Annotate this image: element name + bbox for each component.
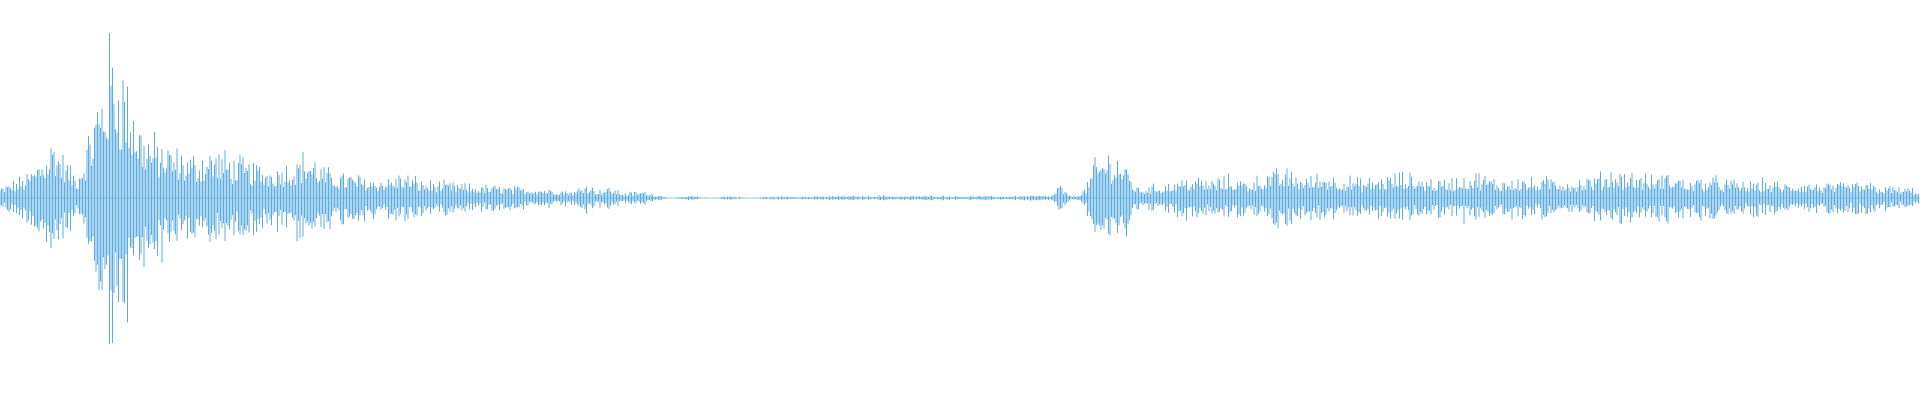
waveform-bars bbox=[0, 33, 1919, 345]
